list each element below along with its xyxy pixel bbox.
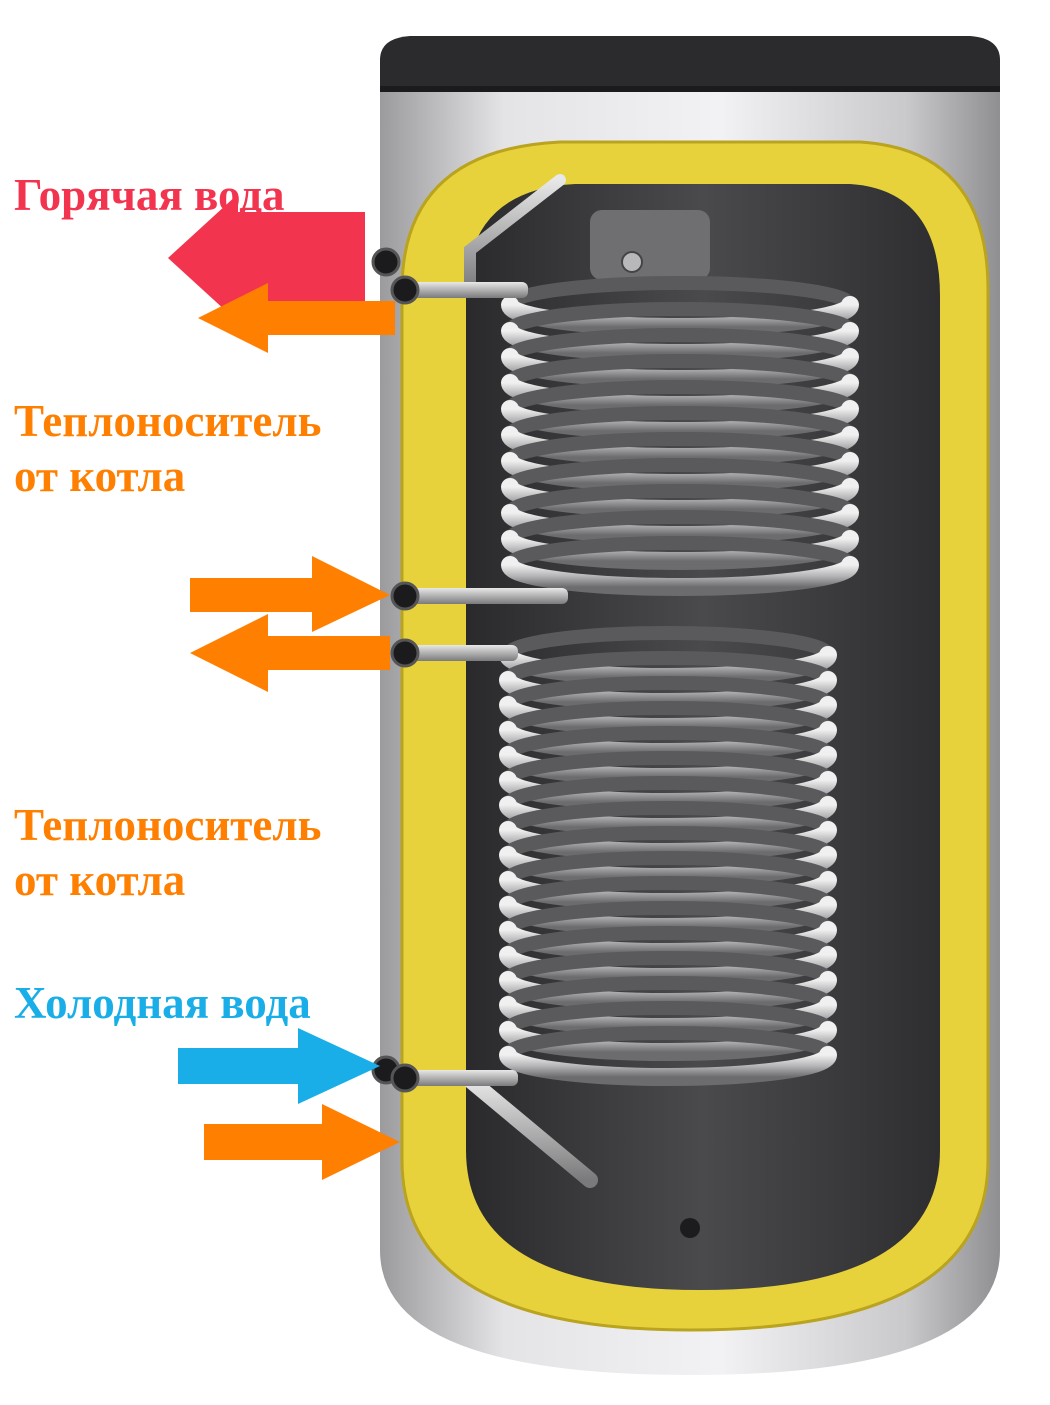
pipe-ports	[371, 247, 420, 1093]
arrow-left-icon	[198, 283, 395, 353]
heat-carrier-bottom-label: Теплоноситель от котла	[14, 800, 322, 905]
arrow-right-icon	[204, 1104, 400, 1180]
pipe-port-icon	[390, 275, 420, 305]
coil-turn-front	[499, 1046, 837, 1086]
heat-carrier-top-label: Теплоноситель от котла	[14, 396, 322, 501]
flow-arrows	[168, 194, 400, 1180]
cold-water-label: Холодная вода	[14, 978, 311, 1028]
hot-water-label: Горячая вода	[14, 170, 285, 220]
arrow-right-icon	[178, 1028, 380, 1104]
pipe-port-icon	[390, 638, 420, 668]
coil-turn-front	[501, 556, 859, 596]
arrow-left-icon	[190, 614, 390, 692]
cold-inlet-pipe	[462, 1072, 598, 1188]
upper-heating-coil	[501, 276, 859, 596]
pipe-port-icon	[390, 1063, 420, 1093]
tank-top-cap	[380, 36, 1000, 88]
arrow-left-icon	[168, 194, 365, 322]
connection-pipes	[408, 282, 568, 1086]
pipe-port-icon	[390, 581, 420, 611]
arrow-right-icon	[190, 556, 390, 632]
lower-heating-coil	[499, 626, 837, 1086]
pipe-port-icon	[371, 247, 401, 277]
top-flange	[590, 210, 710, 280]
drain-port	[680, 1218, 700, 1238]
